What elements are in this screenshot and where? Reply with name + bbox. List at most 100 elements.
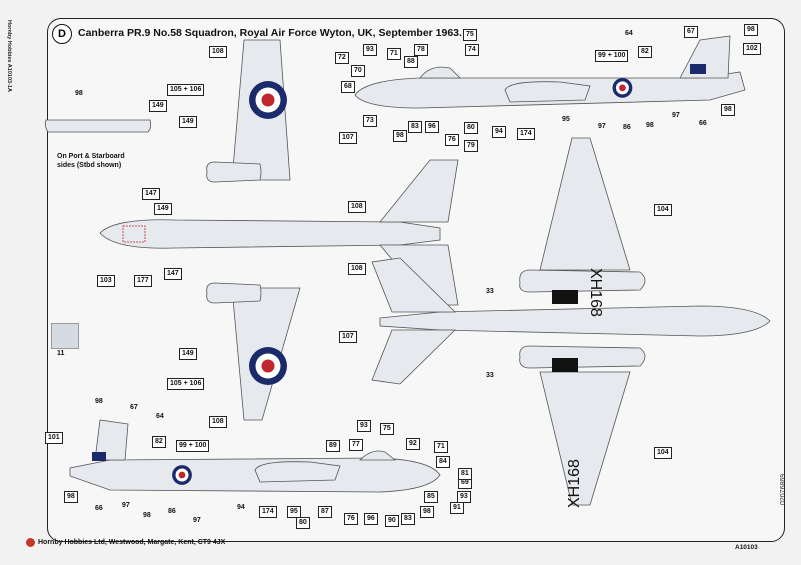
callout: 107 [339,132,357,144]
lower-profile-roundel [172,465,192,485]
callout: 105 + 106 [167,84,205,96]
callout: 96 [425,121,439,133]
upper-profile-roundel [612,78,633,98]
callout: 67 [684,26,698,38]
underside-upper-wing [539,137,631,271]
callout: 92 [406,438,420,450]
callout: 93 [457,491,471,503]
callout: 70 [351,65,365,77]
callout: 147 [142,188,160,200]
callout: 104 [654,447,672,459]
lower-profile-fin [94,419,129,461]
callout: 64 [156,413,164,420]
callout: 72 [335,52,349,64]
callout: 83 [401,513,415,525]
underside-dark-panel-upper [552,290,578,304]
callout: 98 [64,491,78,503]
callout: 83 [408,121,422,133]
callout: 82 [638,46,652,58]
underside-view-aircraft [371,137,771,506]
callout: 174 [259,506,277,518]
callout: 95 [562,116,570,123]
lower-profile-nacelle [254,461,341,483]
callout: 84 [436,456,450,468]
callout: 149 [149,100,167,112]
callout: 75 [380,423,394,435]
callout: 75 [463,29,477,41]
callout: 177 [134,275,152,287]
callout: 108 [348,263,366,275]
callout: 66 [699,120,707,127]
detail-note: On Port & Starboard sides (Stbd shown) [57,153,125,169]
callout: 79 [464,140,478,152]
callout: 94 [237,504,245,511]
callout: 149 [179,116,197,128]
callout: 94 [492,126,506,138]
callout: 66 [95,505,103,512]
callout: 86 [623,124,631,131]
underside-serial-lower: XH168 [566,459,583,508]
callout: 98 [744,24,758,36]
underside-lower-wing [539,371,631,506]
callout: 98 [393,130,407,142]
callout: 71 [387,48,401,60]
callout: 103 [97,275,115,287]
callout: 68 [341,81,355,93]
callout: 98 [646,122,654,129]
part-code: A10103 [735,544,758,551]
underside-serial-upper: XH168 [587,268,604,317]
callout: 98 [75,90,83,97]
upper-profile-canopy [419,66,461,79]
callout: 33 [486,288,494,295]
callout: 108 [348,201,366,213]
underside-dark-panel-lower [552,358,578,372]
color-swatch [51,323,79,349]
callout: 97 [193,517,201,524]
lower-profile-fuselage [69,457,441,493]
detail-nacelle-sketch [44,119,152,133]
top-view-lower-nacelle [206,282,262,304]
callout: 147 [164,268,182,280]
callout: 87 [318,506,332,518]
top-view-fuselage [99,219,441,249]
hornby-logo-icon [26,538,35,547]
callout: 99 + 100 [176,440,210,452]
top-view-upper-tailplane [379,159,459,223]
callout: 78 [414,44,428,56]
callout: 105 + 106 [167,378,205,390]
underside-lower-nacelle [519,345,646,369]
color-swatch-number: 11 [57,350,65,357]
callout: 107 [339,331,357,343]
callout: 91 [450,502,464,514]
callout: 93 [363,44,377,56]
callout: 81 [458,468,472,480]
lower-profile-aircraft [69,419,441,493]
callout: 88 [404,56,418,68]
top-view-upper-nacelle [206,161,262,183]
callout: 86 [168,508,176,515]
callout: 95 [287,506,301,518]
upper-profile-nacelle [504,81,591,103]
callout: 97 [672,112,680,119]
callout: 67 [130,404,138,411]
underside-upper-nacelle [519,269,646,293]
callout: 149 [154,203,172,215]
callout: 108 [209,46,227,58]
upper-profile-aircraft [354,35,746,109]
callout: 80 [296,517,310,529]
callout: 76 [445,134,459,146]
callout: 77 [349,439,363,451]
callout: 104 [654,204,672,216]
callout: 76 [344,513,358,525]
callout: 102 [743,43,761,55]
callout: 73 [363,115,377,127]
callout: 93 [357,420,371,432]
callout: 101 [45,432,63,444]
callout: 85 [424,491,438,503]
callout: 74 [465,44,479,56]
sheet-letter-badge: D [52,24,72,44]
top-view-aircraft [99,39,459,421]
upper-profile-fin-flash [690,64,706,74]
callout: 69 [458,477,472,489]
